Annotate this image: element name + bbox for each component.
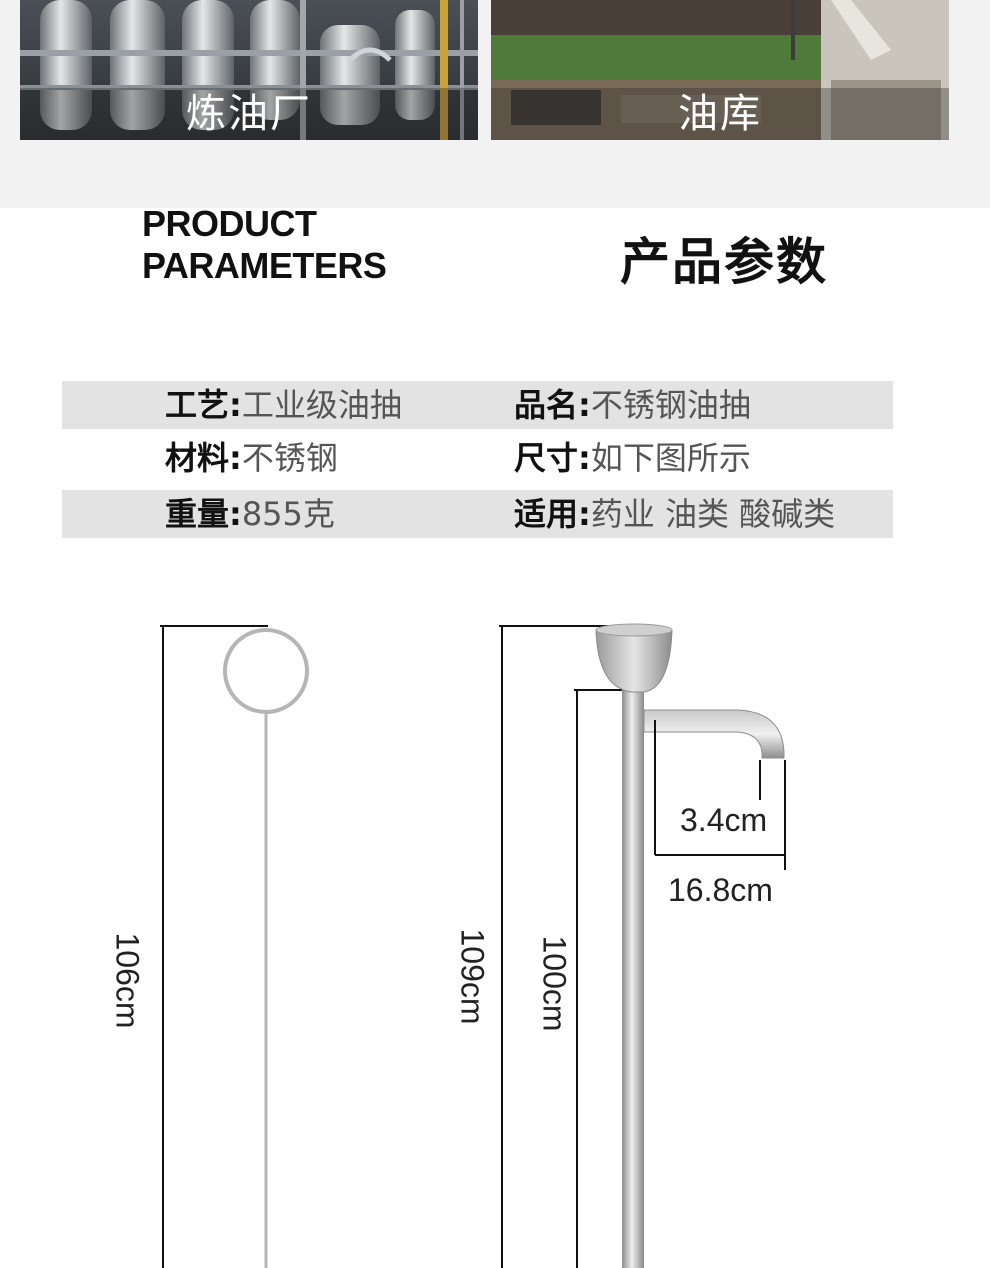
param-material: 材料:不锈钢: [165, 434, 338, 482]
dimension-drawing: [160, 623, 786, 1268]
param-label: 适用: [514, 495, 579, 533]
param-row-3: 重量:855克 适用:药业 油类 酸碱类: [62, 490, 893, 538]
param-label: 材料: [165, 439, 230, 477]
param-label: 重量: [165, 495, 230, 533]
param-label: 尺寸: [514, 439, 579, 477]
oil-depot-illustration: [491, 0, 949, 140]
param-value: 药业 油类 酸碱类: [590, 495, 836, 533]
param-application: 适用:药业 油类 酸碱类: [514, 490, 835, 538]
dipstick-rod: [223, 628, 309, 1268]
param-separator: :: [578, 439, 591, 477]
oil-depot-caption: 油库: [491, 88, 949, 140]
oil-depot-photo: 油库: [491, 0, 949, 140]
param-separator: :: [229, 495, 242, 533]
param-separator: :: [578, 386, 591, 424]
heading-en-line1: PRODUCT: [142, 203, 317, 244]
param-craft: 工艺:工业级油抽: [165, 381, 402, 429]
param-value: 855克: [241, 495, 335, 533]
refinery-caption: 炼油厂: [20, 88, 478, 140]
param-value: 不锈钢: [241, 439, 338, 477]
spout-drop-label: 3.4cm: [680, 802, 768, 838]
pump-total-length-label: 109cm: [454, 928, 491, 1025]
param-value: 不锈钢油抽: [590, 386, 751, 424]
pump-total-dimension-line: [499, 625, 610, 1268]
pump-tube-dimension-line: [574, 689, 625, 1268]
param-label: 品名: [514, 386, 579, 424]
param-product-name: 品名:不锈钢油抽: [514, 381, 751, 429]
rod-dimension-line: [160, 625, 268, 1268]
param-separator: :: [578, 495, 591, 533]
param-weight: 重量:855克: [165, 490, 335, 538]
section-heading-en: PRODUCT PARAMETERS: [142, 203, 387, 287]
param-separator: :: [229, 439, 242, 477]
param-separator: :: [229, 386, 242, 424]
param-row-2: 材料:不锈钢 尺寸:如下图所示: [62, 434, 893, 482]
pump-tube-length-label: 100cm: [536, 935, 573, 1032]
rod-length-label: 106cm: [109, 932, 146, 1029]
heading-en-line2: PARAMETERS: [142, 245, 387, 286]
spout-dimension-lines: [654, 720, 786, 870]
param-value: 如下图所示: [590, 439, 751, 477]
param-label: 工艺: [165, 386, 230, 424]
section-heading-cn: 产品参数: [620, 233, 828, 291]
oil-pump: [595, 623, 785, 1268]
spout-reach-label: 16.8cm: [668, 872, 773, 908]
param-row-1: 工艺:工业级油抽 品名:不锈钢油抽: [62, 381, 893, 429]
refinery-illustration: [20, 0, 478, 140]
param-size: 尺寸:如下图所示: [514, 434, 751, 482]
refinery-photo: 炼油厂: [20, 0, 478, 140]
param-value: 工业级油抽: [241, 386, 402, 424]
